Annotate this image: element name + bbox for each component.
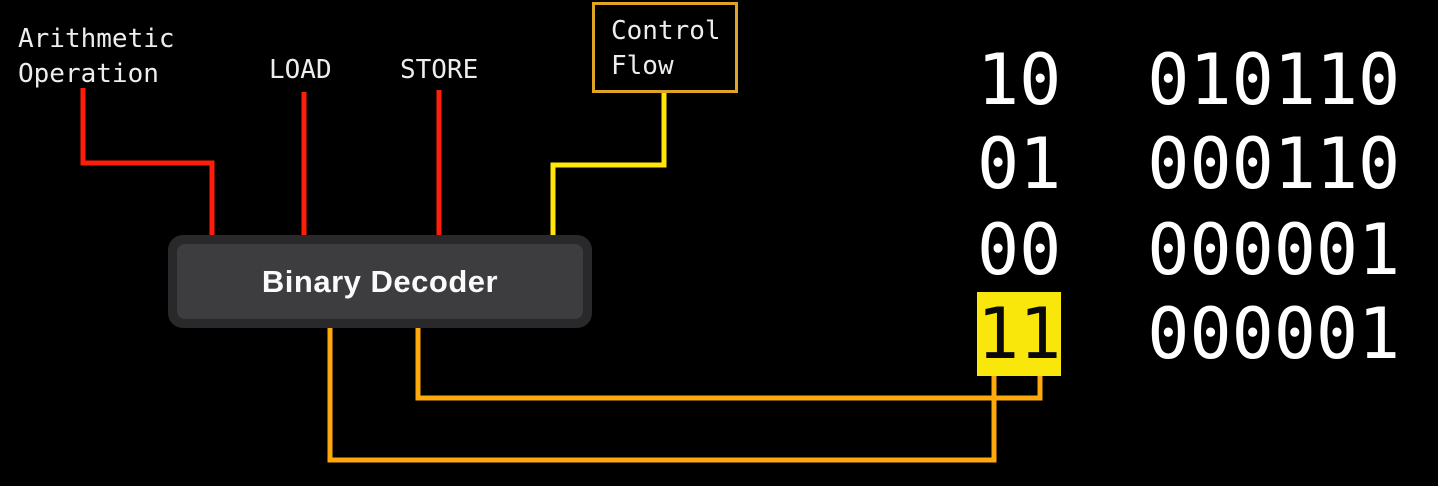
table-row: 00 000001 <box>977 208 1400 292</box>
control-flow-wire <box>550 92 667 238</box>
table-row: 10 010110 <box>977 38 1400 122</box>
binary-decoder-box: Binary Decoder <box>168 235 592 328</box>
table-row: 01 000110 <box>977 122 1400 206</box>
arithmetic-wire <box>80 88 215 238</box>
arithmetic-operation-label: Arithmetic Operation <box>18 22 175 92</box>
table-row-highlighted: 11 000001 <box>977 292 1400 376</box>
opcode-cell: 00 <box>977 209 1062 291</box>
operand-cell: 000110 <box>1147 123 1401 205</box>
opcode-cell-highlighted: 11 <box>977 292 1062 376</box>
opcode-truth-table: 10 010110 01 000110 00 000001 11 000001 <box>977 0 1407 486</box>
opcode-cell: 10 <box>977 39 1062 121</box>
opcode-cell: 01 <box>977 123 1062 205</box>
load-label: LOAD <box>269 55 332 85</box>
binary-decoder-inner-panel: Binary Decoder <box>177 244 583 319</box>
arithmetic-label-line2: Operation <box>18 59 159 89</box>
decoder-output-wire-b <box>327 325 997 463</box>
control-flow-label-line1: Control <box>611 16 721 46</box>
store-label: STORE <box>400 55 479 85</box>
operand-cell: 000001 <box>1147 293 1401 375</box>
binary-decoder-label: Binary Decoder <box>261 263 499 299</box>
decoder-output-wire-a <box>415 325 1043 401</box>
control-flow-box: Control Flow <box>592 2 738 93</box>
operand-cell: 000001 <box>1147 209 1401 291</box>
control-flow-label-line2: Flow <box>611 51 674 81</box>
arithmetic-label-line1: Arithmetic <box>18 24 175 54</box>
operand-cell: 010110 <box>1147 39 1401 121</box>
